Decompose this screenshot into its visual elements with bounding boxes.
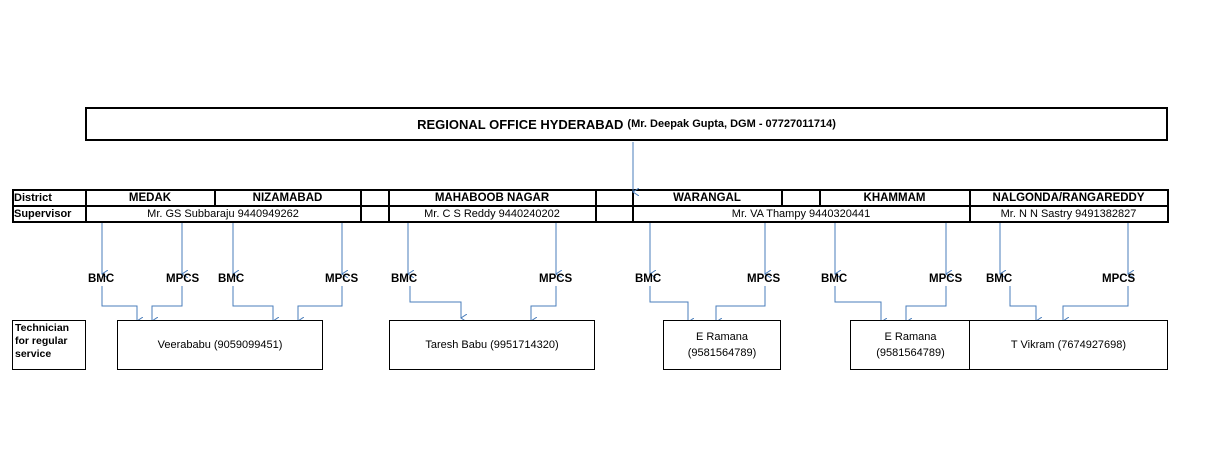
- supervisor-subbaraju: Mr. GS Subbaraju 9440949262: [147, 207, 299, 220]
- technician-veerababu: Veerababu (9059099451): [117, 320, 323, 370]
- bmc-label-medak: BMC: [88, 273, 115, 285]
- district-mahaboob-nagar: MAHABOOB NAGAR: [434, 191, 550, 204]
- district-nalgonda-rangareddy: NALGONDA/RANGAREDDY: [992, 191, 1145, 204]
- mpcs-label-khammam: MPCS: [929, 273, 963, 285]
- district-medak: MEDAK: [128, 191, 172, 204]
- technician-t-vikram: T Vikram (7674927698): [969, 320, 1168, 370]
- mpcs-label-mahaboob-nagar: MPCS: [539, 273, 573, 285]
- district-khammam: KHAMMAM: [863, 191, 926, 204]
- technician-row-label: Technician for regular service: [12, 320, 86, 370]
- regional-office-manager: (Mr. Deepak Gupta, DGM - 07727011714): [627, 118, 836, 130]
- district-nizamabad: NIZAMABAD: [252, 191, 323, 204]
- supervisor-row-label: Supervisor: [14, 207, 72, 220]
- bmc-label-mahaboob-nagar: BMC: [391, 273, 418, 285]
- technician-e-ramana-khammam: E Ramana (9581564789): [850, 320, 971, 370]
- mpcs-label-nalgonda: MPCS: [1102, 273, 1136, 285]
- bmc-label-nalgonda: BMC: [986, 273, 1013, 285]
- bmc-label-warangal: BMC: [635, 273, 662, 285]
- supervisor-reddy: Mr. C S Reddy 9440240202: [424, 207, 560, 220]
- technician-e-ramana-warangal: E Ramana (9581564789): [663, 320, 781, 370]
- mpcs-label-nizamabad: MPCS: [325, 273, 359, 285]
- bmc-label-khammam: BMC: [821, 273, 848, 285]
- technician-taresh-babu: Taresh Babu (9951714320): [389, 320, 595, 370]
- supervisor-sastry: Mr. N N Sastry 9491382827: [1000, 207, 1137, 220]
- district-row-label: District: [14, 191, 52, 204]
- mpcs-label-medak: MPCS: [166, 273, 200, 285]
- bmc-label-nizamabad: BMC: [218, 273, 245, 285]
- regional-office-title: REGIONAL OFFICE HYDERABAD: [417, 116, 624, 132]
- supervisor-thampy: Mr. VA Thampy 9440320441: [731, 207, 871, 220]
- mpcs-label-warangal: MPCS: [747, 273, 781, 285]
- regional-office-box: REGIONAL OFFICE HYDERABAD (Mr. Deepak Gu…: [85, 107, 1168, 141]
- district-warangal: WARANGAL: [673, 191, 741, 204]
